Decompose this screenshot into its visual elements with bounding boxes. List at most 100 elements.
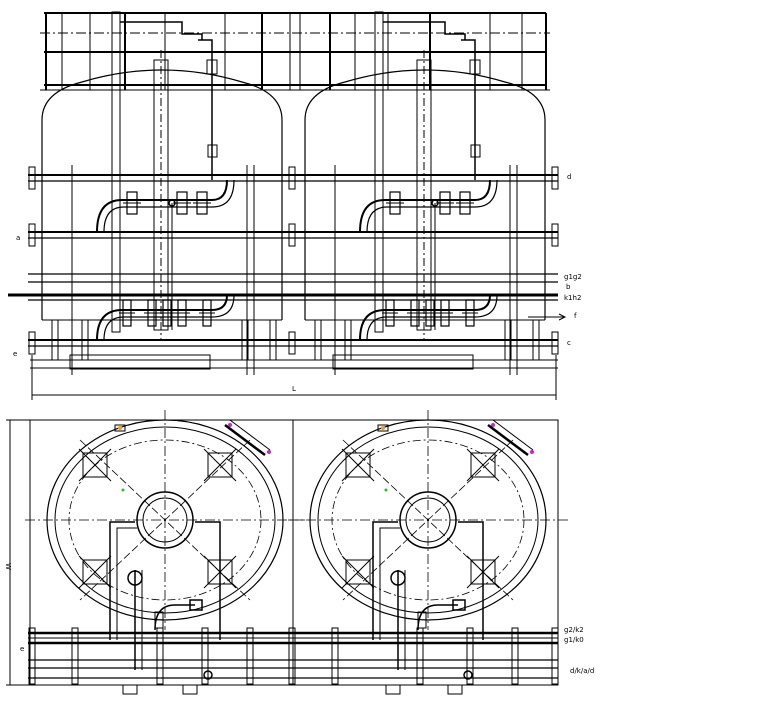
plan-pipe-inner (116, 527, 137, 640)
instrument-tag-magenta (228, 423, 232, 427)
instrument-arm (224, 424, 266, 456)
plan-flange (71, 627, 79, 685)
label-L: L (292, 385, 296, 393)
instrument-arm-edge (229, 419, 271, 451)
instrument-tag-orange (118, 426, 122, 430)
valve-box (207, 144, 218, 158)
vertical-pipe-left (374, 11, 384, 333)
nozzle-diagonal (341, 555, 375, 589)
elbow-pipe-upper-inner (103, 179, 235, 233)
label-f: f (574, 312, 577, 320)
label-g2k2: g2/k2 (564, 626, 584, 634)
nozzle-diagonal (341, 448, 375, 482)
nozzle-box (470, 452, 496, 478)
label-plan-e: e (20, 645, 24, 653)
nozzle-box (82, 452, 108, 478)
elevation-view (8, 11, 567, 400)
plan-valve-round (203, 670, 213, 680)
label-k1h2: k1h2 (564, 294, 581, 302)
nozzle-diagonal (78, 448, 112, 482)
plan-valve-top (452, 599, 466, 611)
elbow-pipe-upper-inner (366, 179, 498, 233)
elbow-pipe-lower (96, 294, 228, 341)
label-d: d (567, 173, 571, 181)
pump-base (385, 684, 401, 695)
plan-valve-top (189, 599, 203, 611)
plan-flange (331, 627, 339, 685)
manhole-tag (114, 424, 126, 432)
plan-pipe (109, 521, 135, 640)
nozzle-diagonal (466, 448, 500, 482)
plan-flange (156, 627, 164, 685)
plan-pipe (372, 521, 398, 640)
header-pipe (120, 21, 203, 40)
pump-base (122, 684, 138, 695)
plan-flange (28, 627, 36, 685)
elbow-pipe-lower-inner (103, 294, 235, 341)
plan-flange (511, 627, 519, 685)
nozzle-box (345, 452, 371, 478)
header-pipe (383, 21, 466, 40)
plan-flange (416, 627, 424, 685)
label-a: a (16, 234, 20, 242)
vertical-pipe-left (111, 11, 121, 333)
flange (288, 166, 296, 190)
plan-flange (466, 627, 474, 685)
flange (288, 223, 296, 247)
flange (28, 223, 36, 247)
label-W: W (4, 563, 12, 570)
elbow-pipe-lower (359, 294, 491, 341)
nozzle-diagonal (78, 555, 112, 589)
label-dkad: d/k/a/d (570, 667, 594, 675)
flange (288, 331, 296, 355)
flange (551, 223, 559, 247)
instrument-tag-green (384, 488, 388, 492)
plan-flange (246, 627, 254, 685)
plan-pipe (458, 521, 484, 640)
elbow-pipe-upper (96, 179, 228, 233)
instrument-tag-orange (381, 426, 385, 430)
flange (551, 331, 559, 355)
nozzle-diagonal (203, 448, 237, 482)
flange (551, 166, 559, 190)
tank-shell (304, 69, 546, 320)
valve-box (469, 59, 481, 75)
plan-flange (551, 627, 559, 685)
instrument-tag-magenta (530, 450, 534, 454)
tank-shell (41, 69, 283, 320)
instrument-arm (487, 424, 529, 456)
label-e: e (13, 350, 17, 358)
nozzle-box (82, 559, 108, 585)
elbow-pipe-lower-inner (366, 294, 498, 341)
plan-flange (201, 627, 209, 685)
pump-base (182, 684, 198, 695)
plan-pipe-inner (379, 527, 400, 640)
flow-arrow-head (558, 313, 567, 321)
instrument-tag-magenta (491, 423, 495, 427)
valve-box (206, 59, 218, 75)
plan-pipe (195, 521, 221, 640)
instrument-line (198, 39, 213, 180)
instrument-arm-edge (492, 419, 534, 451)
flange (28, 331, 36, 355)
plan-outline (29, 419, 559, 686)
base-skid (332, 354, 474, 370)
elbow-pipe-upper (359, 179, 491, 233)
plan-view (6, 410, 568, 695)
label-g1g2: g1g2 (564, 273, 582, 281)
plan-valve-round (463, 670, 473, 680)
instrument-tag-green (121, 488, 125, 492)
label-b: b (566, 283, 571, 291)
instrument-tag-magenta (267, 450, 271, 454)
label-c: c (567, 339, 571, 347)
instrument-line (461, 39, 476, 180)
nozzle-box (345, 559, 371, 585)
label-g1k0: g1/k0 (564, 636, 584, 644)
pump-base (447, 684, 463, 695)
nozzle-box (207, 452, 233, 478)
flange (28, 166, 36, 190)
plan-flange (288, 627, 296, 685)
valve-box (470, 144, 481, 158)
base-skid (69, 354, 211, 370)
